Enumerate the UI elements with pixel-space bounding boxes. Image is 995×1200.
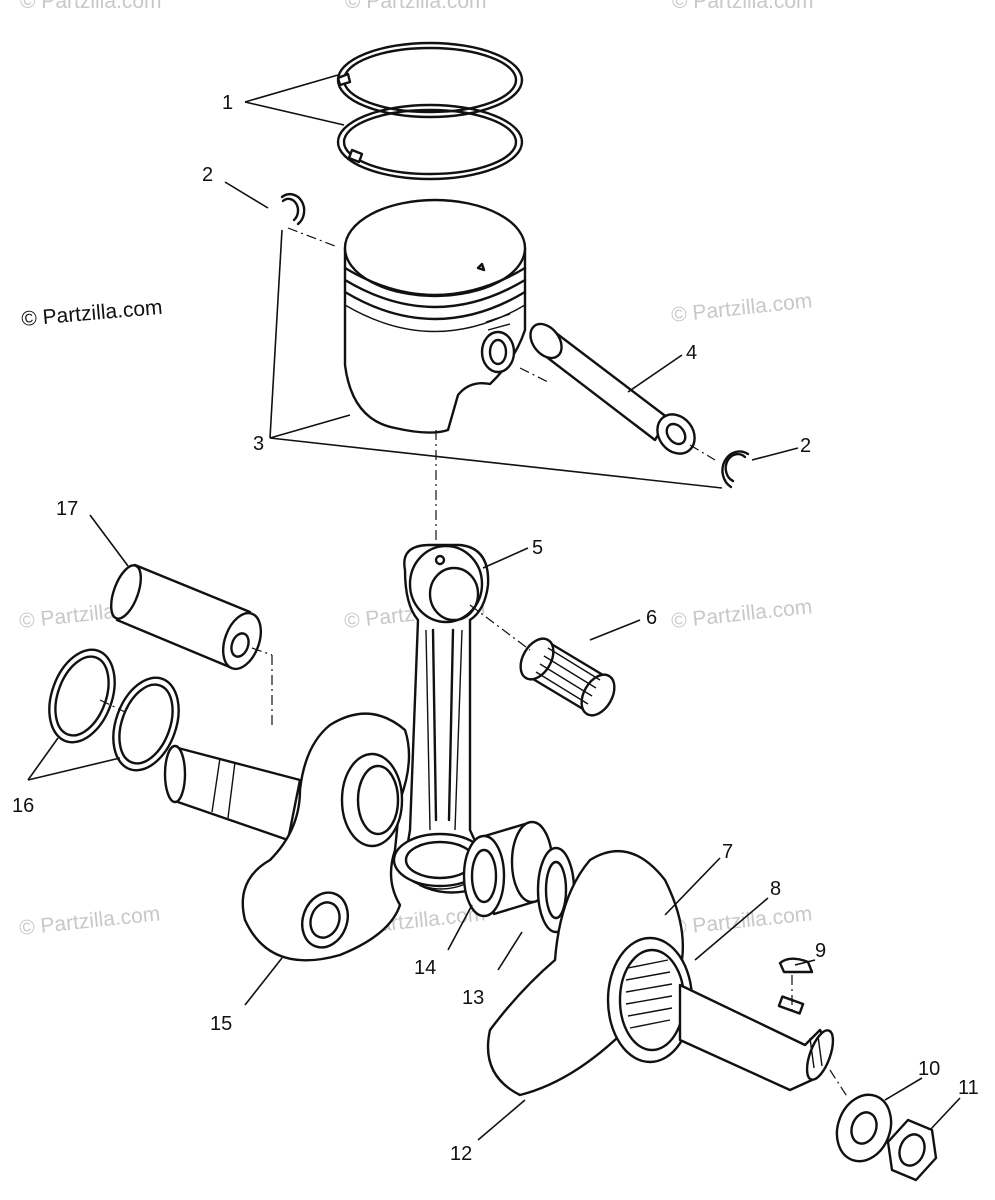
callout-5: 5 [532, 537, 543, 559]
left-crank-half-part [163, 712, 411, 962]
callout-7: 7 [722, 841, 733, 863]
callout-4: 4 [686, 342, 697, 364]
callout-3: 3 [253, 433, 264, 455]
watermark-2: © Partzilla.com [345, 0, 487, 13]
callout-1: 1 [222, 92, 233, 114]
callout-9: 9 [815, 940, 826, 962]
callout-leaders [27, 74, 961, 1141]
watermark-3: © Partzilla.com [672, 0, 814, 13]
circlip-part [280, 192, 750, 489]
callout-10: 10 [918, 1058, 940, 1080]
callout-15: 15 [210, 1013, 232, 1035]
callout-13: 13 [462, 987, 484, 1009]
thrust-washer-part [48, 648, 180, 772]
watermark-9: © Partzilla.com [18, 902, 161, 940]
nut-part [886, 1118, 938, 1182]
assembly-centerlines [99, 227, 849, 1099]
copyright-label: © Partzilla.com [20, 296, 163, 331]
callout-14: 14 [414, 957, 436, 979]
callout-12: 12 [450, 1143, 472, 1165]
washer-part [835, 1093, 893, 1163]
piston-pin-part [529, 322, 696, 455]
callout-6: 6 [646, 607, 657, 629]
piston-rings-part [336, 41, 524, 181]
right-crank-half-part [486, 850, 835, 1097]
callout-11: 11 [958, 1077, 979, 1099]
main-bearing-part [462, 820, 554, 918]
watermark-8: © Partzilla.com [670, 595, 813, 633]
needle-bearing-part [519, 637, 616, 717]
callout-numbers: 1 2 2 3 4 5 6 7 8 9 10 11 12 13 14 15 16… [12, 92, 979, 1165]
callout-2b: 2 [800, 435, 811, 457]
piston-part [343, 198, 527, 434]
callout-17: 17 [56, 498, 78, 520]
crank-pin-part [110, 563, 263, 671]
callout-16: 16 [12, 795, 34, 817]
callout-2a: 2 [202, 164, 213, 186]
watermark-5: © Partzilla.com [670, 289, 813, 327]
watermark-1: © Partzilla.com [20, 0, 162, 13]
callout-8: 8 [770, 878, 781, 900]
